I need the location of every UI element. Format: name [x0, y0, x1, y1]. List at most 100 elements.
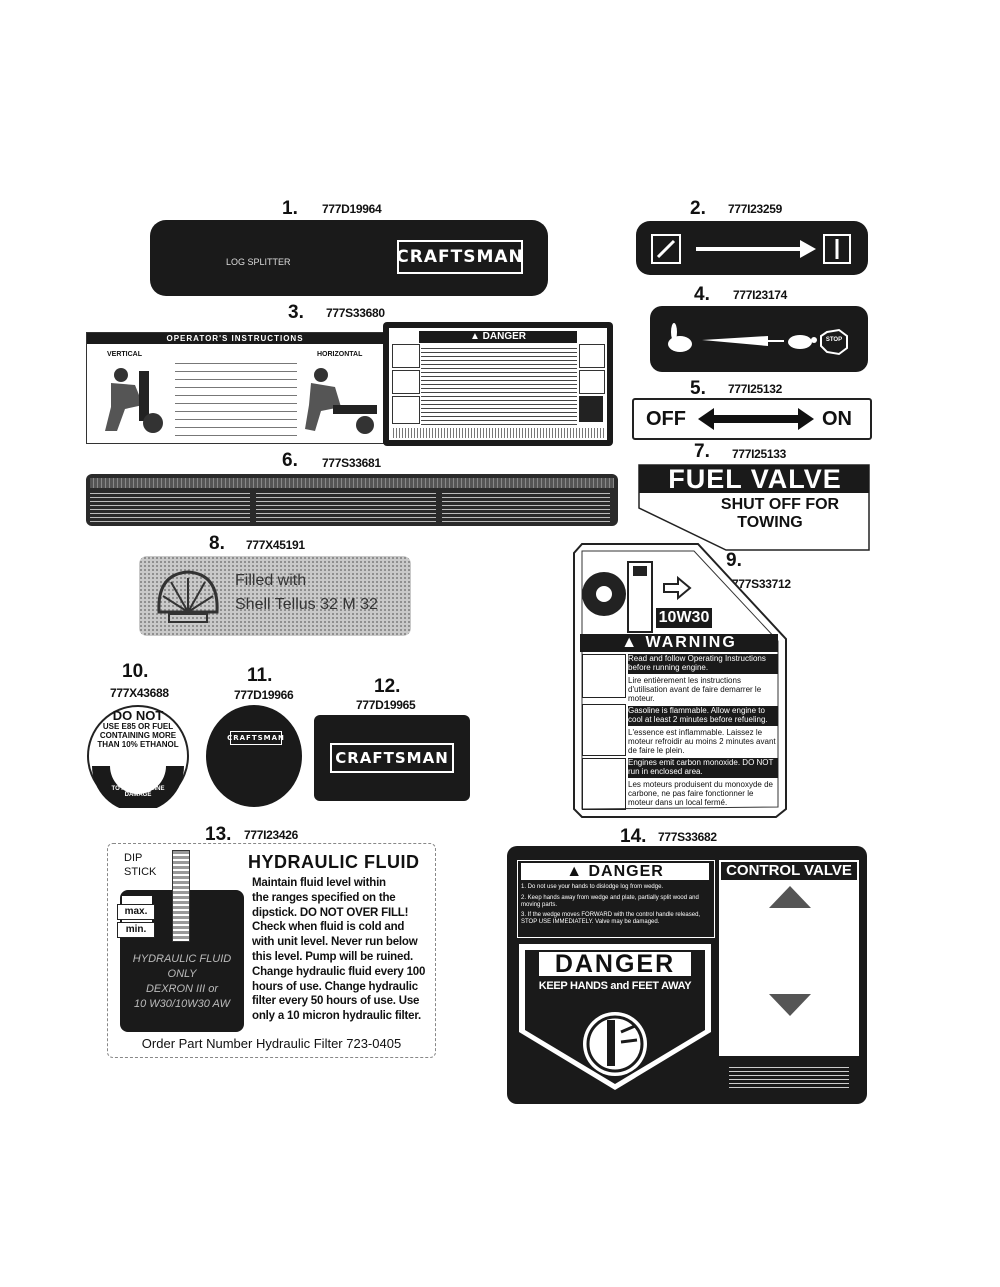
control-valve-title: CONTROL VALVE [721, 862, 857, 880]
warning-text-1: Read and follow Operating Instructions b… [628, 654, 778, 674]
callout-8: 8. [209, 533, 225, 554]
manual-icon [392, 344, 420, 368]
part-number-1: 777D19964 [322, 202, 382, 216]
callout-10: 10. [122, 661, 149, 682]
callout-9: 9. [726, 550, 742, 571]
part-number-3: 777S33680 [326, 306, 385, 320]
warning-text-2: Lire entièrement les instructions d'util… [628, 676, 762, 703]
manual-icon [582, 654, 626, 698]
dipstick-icon [172, 850, 190, 942]
forward-label: FORWARD [746, 968, 832, 985]
ethanol-line3: CONTAINING MORE [99, 731, 177, 740]
no-hand-icon [579, 370, 605, 394]
decal-2-direction [636, 221, 868, 275]
bystander-icon [579, 344, 605, 368]
tank-text: HYDRAULIC FLUID ONLY DEXRON III or 10 W3… [132, 953, 232, 1010]
instructions-text-block [175, 359, 297, 439]
decal-10-ethanol [87, 705, 189, 808]
decal-8-shell-fluid: Filled with Shell Tellus 32 M 32 [139, 556, 411, 636]
reverse-arrow-icon [769, 886, 811, 908]
throttle-rabbit-turtle-icon [668, 323, 848, 356]
fuel-valve-title: FUEL VALVE [668, 464, 842, 494]
callout-13: 13. [205, 824, 232, 845]
decal-13-hydraulic-fluid: DIP STICK max. min. HYDRAULIC FLUID ONLY… [107, 843, 436, 1058]
warning-text-6: Les moteurs produisent du monoxyde de ca… [628, 780, 773, 807]
fuel-valve-line2: TOWING [737, 514, 803, 531]
part-number-4: 777I23174 [733, 288, 788, 302]
oil-grade-badge: 10W30 [656, 608, 712, 628]
warning-text-3: Gasoline is flammable. Allow engine to c… [628, 706, 778, 726]
danger-header: ▲ DANGER [419, 331, 577, 343]
neutral-label: NEUTRAL [749, 941, 829, 958]
carbon-monoxide-icon [582, 758, 626, 810]
decal-6-instruction-strip [86, 474, 618, 526]
ethanol-arc-text: TO AVOID ENGINE DAMAGE [111, 786, 165, 798]
decal-4-throttle: STOP [650, 306, 868, 372]
decal-14-control-valve: ▲ DANGER 1. Do not use your hands to dis… [507, 846, 867, 1104]
decal-11-craftsman-round: CRAFTSMAN [206, 705, 302, 807]
decal-1-text: LOG SPLITTER [226, 257, 291, 267]
forward-arrow-icon [769, 994, 811, 1016]
horizontal-label: HORIZONTAL [317, 351, 363, 358]
warning-text-4: L'essence est inflammable. Laissez le mo… [628, 728, 776, 755]
callout-2: 2. [690, 198, 706, 219]
craftsman-logo: CRAFTSMAN [330, 743, 454, 773]
part-number-2: 777I23259 [728, 202, 783, 216]
warning-header: ▲ WARNING [580, 634, 778, 652]
fire-icon [582, 704, 626, 756]
danger-big-label: DANGER [554, 950, 676, 978]
decal-3-operator-instructions: OPERATOR'S INSTRUCTIONS VERTICAL HORIZON… [86, 332, 384, 444]
log-dislodger-text: Fully retract wedge, lodged wood will be… [725, 1037, 832, 1050]
fuel-valve-line1: SHUT OFF FOR [720, 496, 840, 513]
callout-6: 6. [282, 450, 298, 471]
decal-1-log-splitter: LOG SPLITTER CRAFTSMAN [150, 220, 548, 296]
part-number-11: 777D19966 [234, 688, 294, 702]
hydraulic-body: Maintain fluid level within the ranges s… [252, 877, 426, 1023]
keep-hands-away: KEEP HANDS and FEET AWAY [538, 980, 692, 992]
callout-1: 1. [282, 198, 298, 219]
shell-logo-icon [157, 570, 219, 623]
danger-shield [519, 944, 711, 1090]
part-number-12: 777D19965 [356, 698, 416, 712]
stick-label: STICK [124, 866, 157, 878]
ops-title: OPERATOR'S INSTRUCTIONS [87, 333, 383, 344]
callout-14: 14. [620, 826, 647, 847]
stop-label: STOP [825, 337, 843, 343]
oil-dipstick-icon [582, 561, 692, 633]
crush-hazard-icon [392, 396, 420, 424]
decal-7-fuel-valve [638, 464, 870, 551]
part-number-8: 777X45191 [246, 538, 305, 552]
decal-12-craftsman: CRAFTSMAN [314, 715, 470, 801]
callout-12: 12. [374, 676, 401, 697]
ethanol-line2: USE E85 OR FUEL [102, 722, 174, 731]
danger-text-1: 1. Do not use your hands to dislodge log… [521, 884, 664, 890]
part-number-10: 777X43688 [110, 686, 169, 700]
part-number-5: 777I25132 [728, 382, 783, 396]
min-label: min. [117, 922, 155, 938]
danger-text-3: 3. If the wedge moves FORWARD with the c… [521, 912, 701, 925]
callout-11: 11. [247, 665, 273, 686]
part-number-14: 777S33682 [658, 830, 717, 844]
warning-text-5: Engines emit carbon monoxide. DO NOT run… [628, 758, 778, 778]
horizontal-operator-icon [305, 368, 377, 434]
part-number-13: 777I23426 [244, 828, 299, 842]
manual-reference-text [729, 1064, 849, 1090]
dip-label: DIP [124, 852, 143, 864]
danger-text-2: 2. Keep hands away from wedge and plate,… [521, 895, 699, 908]
craftsman-logo: CRAFTSMAN [396, 240, 523, 274]
vertical-label: VERTICAL [107, 351, 142, 358]
max-label: max. [117, 904, 155, 920]
ethanol-line1: DO NOT [112, 708, 164, 723]
hazard-icon [392, 370, 420, 394]
callout-3: 3. [288, 302, 304, 323]
hydraulic-title: HYDRAULIC FLUID [248, 852, 420, 872]
shell-line1: Filled with [235, 572, 307, 589]
part-number-6: 777S33681 [322, 456, 381, 470]
craftsman-logo: CRAFTSMAN [227, 731, 284, 745]
danger-header: ▲ DANGER [521, 863, 709, 880]
callout-7: 7. [694, 441, 710, 462]
direction-arrow-icon [651, 234, 851, 264]
danger-text-block [421, 345, 577, 427]
eye-protection-icon [579, 396, 603, 422]
on-label: ON [822, 408, 852, 430]
